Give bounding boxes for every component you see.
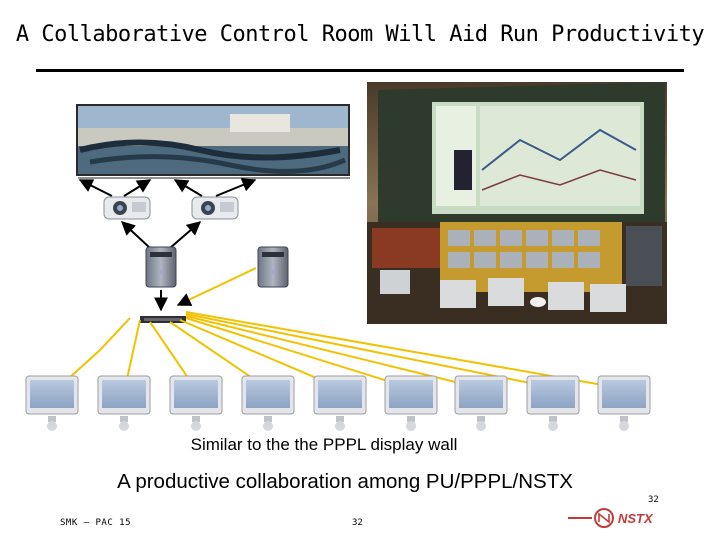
footer-center-text: 32 — [352, 518, 363, 528]
workstation-8 — [527, 376, 579, 431]
workstation-9 — [598, 376, 650, 431]
title-divider — [36, 69, 684, 72]
display-wall-caption: Similar to the the PPPL display wall — [0, 435, 648, 455]
workstation-5 — [314, 376, 366, 431]
display-wall-image — [76, 104, 350, 178]
workstation-2 — [98, 376, 150, 431]
page-number: 32 — [648, 495, 659, 505]
projector-right — [192, 197, 238, 219]
workstation-7 — [455, 376, 507, 431]
projector-left — [104, 197, 150, 219]
workstation-4 — [242, 376, 294, 431]
collaboration-caption: A productive collaboration among PU/PPPL… — [0, 470, 690, 494]
network-hub — [140, 316, 186, 323]
workstation-3 — [170, 376, 222, 431]
computer-tower-right — [258, 247, 288, 287]
workstation-row — [26, 376, 650, 431]
workstation-1 — [26, 376, 78, 431]
workstation-6 — [385, 376, 437, 431]
collaboration-diagram — [0, 75, 720, 435]
slide-title: A Collaborative Control Room Will Aid Ru… — [0, 22, 720, 47]
nstx-logo: NSTX — [568, 506, 668, 530]
logo-text: NSTX — [618, 511, 654, 526]
computer-tower-left — [146, 247, 176, 287]
control-room-photo — [367, 82, 667, 324]
footer-left-text: SMK – PAC 15 — [60, 518, 131, 528]
